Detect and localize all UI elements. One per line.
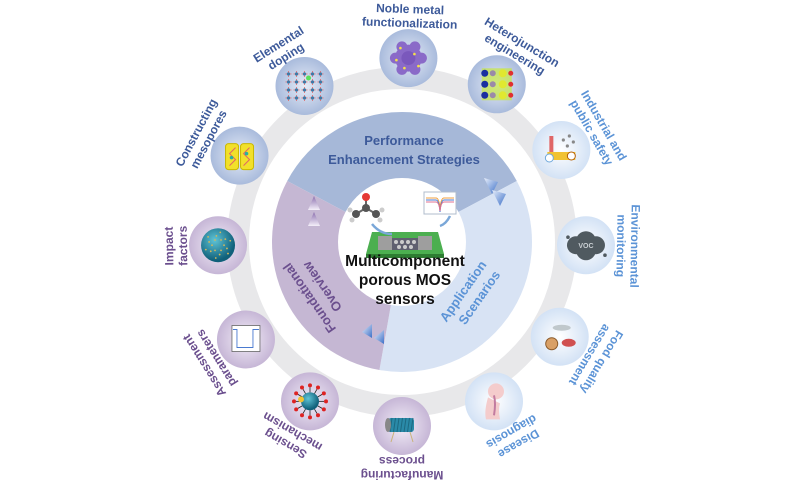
- node-label-line: Manufacturing: [361, 468, 444, 480]
- molecule-icon: [347, 193, 393, 236]
- nanocluster-icon: [389, 41, 427, 75]
- response-graph-icon: [423, 191, 457, 228]
- crystal-lattice-icon: [481, 68, 514, 101]
- node-label-line: Impact: [162, 227, 177, 266]
- node-circle: [210, 126, 269, 185]
- food-icon: [545, 324, 576, 351]
- node-label-line: process: [379, 454, 425, 468]
- center-title-line1: Multicomponent: [345, 253, 465, 270]
- center-title-line3: sensors: [375, 291, 435, 308]
- response-curve-icon: [231, 325, 261, 352]
- arrow-performance-to-application: [484, 178, 506, 206]
- node-circle: [532, 121, 591, 179]
- node-label-line: monitoring: [613, 214, 628, 277]
- factory-icon: [544, 134, 576, 163]
- center-title: Multicomponent porous MOS sensors: [340, 252, 470, 309]
- arrow-foundational-to-performance: [308, 196, 320, 226]
- node-label-line: Noble metal: [376, 1, 444, 17]
- sensor-chip-icon: [366, 232, 444, 258]
- gas-adsorption-icon: [292, 383, 328, 420]
- node-label-line: Environmental: [627, 204, 642, 288]
- human-breath-icon: [485, 383, 504, 420]
- mesopore-channel-icon: [225, 143, 255, 171]
- voc-label: VOC: [578, 243, 593, 250]
- nanosphere-icon: [201, 228, 236, 263]
- sector-label-performance-line2: Enhancement Strategies: [328, 152, 480, 167]
- node-label-line: factors: [176, 225, 191, 266]
- node-circle: [530, 307, 589, 366]
- arrow-application-to-foundational: [362, 324, 384, 344]
- node-label-line: functionalization: [362, 14, 458, 31]
- center-title-line2: porous MOS: [358, 272, 452, 289]
- sector-label-performance-line1: Performance: [364, 133, 443, 148]
- doped-lattice-icon: [285, 70, 324, 101]
- voc-cloud-icon: VOC: [566, 231, 607, 261]
- sector-performance: [287, 111, 517, 243]
- node-circle: [275, 56, 334, 115]
- tube-sensor-icon: [385, 417, 414, 443]
